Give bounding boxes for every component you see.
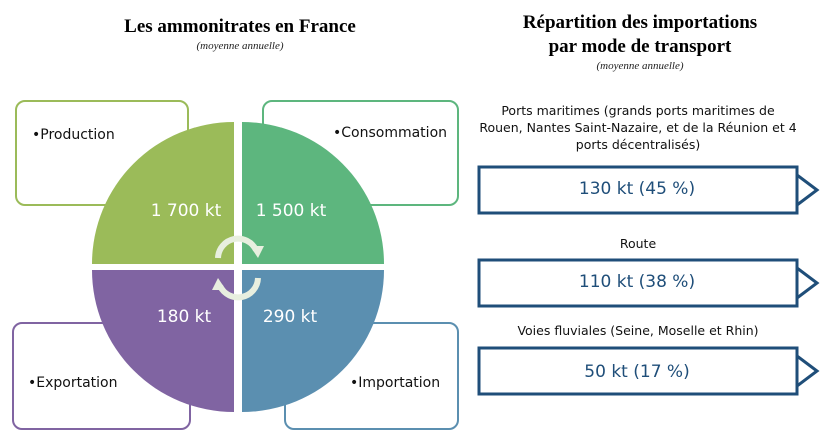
right-subtitle: (moyenne annuelle) xyxy=(596,60,684,72)
production-label: •Production xyxy=(32,127,115,143)
production-quadrant xyxy=(92,122,234,264)
exportation-value: 180 kt xyxy=(156,307,212,327)
exportation-quadrant xyxy=(92,270,234,412)
exportation-label: •Exportation xyxy=(28,375,118,391)
maritime-value: 130 kt (45 %) xyxy=(578,179,696,199)
right-title-line1: Répartition des importations xyxy=(522,12,758,33)
left-title: Les ammonitrates en France xyxy=(124,16,356,37)
maritime-arrow xyxy=(477,165,820,215)
route-value: 110 kt (38 %) xyxy=(578,272,696,292)
consommation-value: 1 500 kt xyxy=(255,201,327,221)
importation-value: 290 kt xyxy=(262,307,318,327)
consommation-quadrant xyxy=(242,122,384,264)
right-title-line2: par mode de transport xyxy=(548,36,732,57)
route-caption: Route xyxy=(619,236,657,251)
consommation-label: •Consommation xyxy=(333,125,448,141)
maritime-caption: Ports maritimes (grands ports maritimes … xyxy=(479,103,797,152)
production-value: 1 700 kt xyxy=(150,201,222,221)
importation-label: •Importation xyxy=(350,375,441,391)
cycle-arrows-icon xyxy=(215,235,261,301)
left-subtitle: (moyenne annuelle) xyxy=(196,40,284,52)
fluvial-caption: Voies fluviales (Seine, Moselle et Rhin) xyxy=(517,323,759,338)
route-arrow xyxy=(477,258,820,308)
importation-quadrant xyxy=(242,270,384,412)
fluvial-value: 50 kt (17 %) xyxy=(584,362,690,382)
fluvial-arrow xyxy=(477,346,820,396)
